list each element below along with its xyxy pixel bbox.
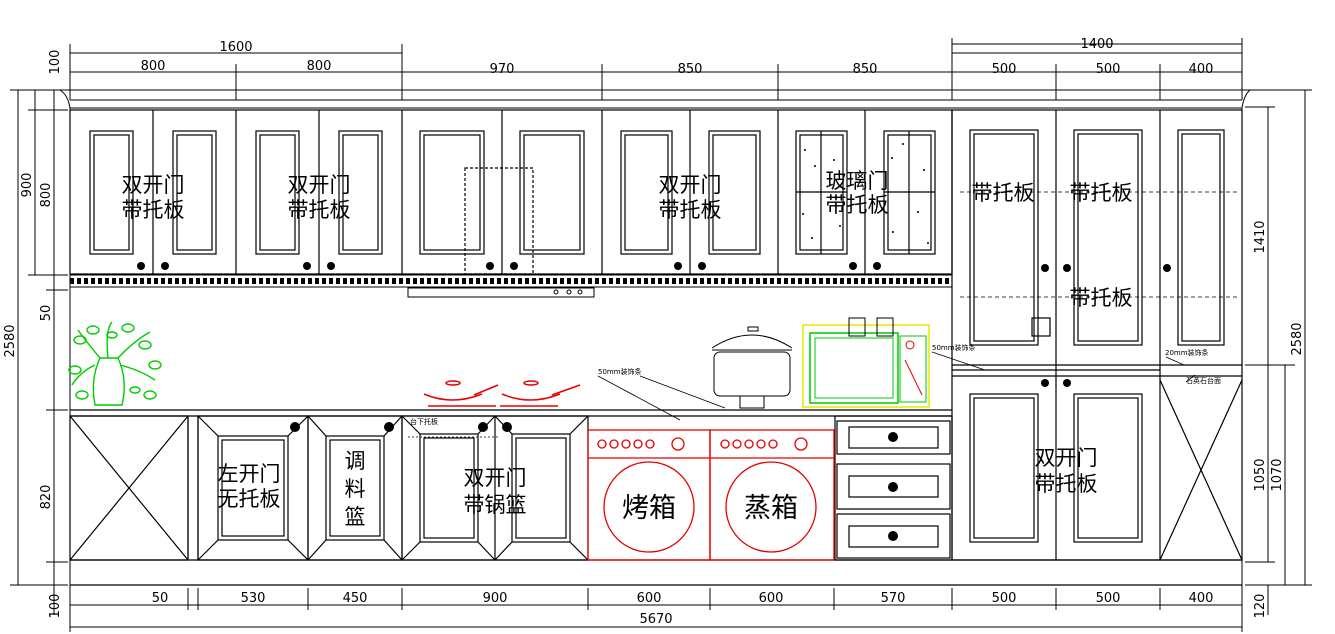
glass-speckles [802,143,929,244]
label-lower-left-a: 左开门 [218,462,281,486]
label-upper2-a: 双开门 [288,173,351,197]
dim-top-850a: 850 [678,62,703,77]
dim-left-820: 820 [39,485,54,510]
dim-right-1410: 1410 [1253,220,1268,253]
dim-bottom-400: 400 [1189,591,1214,606]
dim-bottom-570: 570 [881,591,906,606]
rice-cooker [711,326,793,409]
stove-pans [423,380,581,407]
top-dimensions [69,38,1243,100]
dim-bottom-450: 450 [343,591,368,606]
dim-top-1600: 1600 [219,40,252,55]
dim-left-50: 50 [39,305,54,322]
note-trim-50-b: 50mm装饰条 [932,343,976,352]
dim-right-2580: 2580 [1290,322,1305,355]
label-sink-b: 带锅篮 [464,493,527,517]
note-leaders [597,351,1196,421]
label-upper1-a: 双开门 [122,173,185,197]
microwave [802,317,930,408]
dim-right-120: 120 [1253,594,1268,619]
lower-cabinets [69,415,953,561]
dim-top-500a: 500 [992,62,1017,77]
dim-bottom-500a: 500 [992,591,1017,606]
label-upper4-a: 双开门 [659,173,722,197]
label-steamer: 蒸箱 [744,493,798,524]
dim-bottom-900: 900 [483,591,508,606]
dim-top-400: 400 [1189,62,1214,77]
label-lower-left-b: 无托板 [218,487,281,511]
dim-bottom-500b: 500 [1096,591,1121,606]
dim-bottom-total: 5670 [639,612,672,627]
dim-bottom-50: 50 [152,591,169,606]
tall-knobs [1041,264,1171,387]
dim-left-800: 800 [39,183,54,208]
label-oven: 烤箱 [622,493,676,524]
dim-left-100-bottom: 100 [48,594,63,619]
label-spice-1: 调 [345,449,366,473]
dim-top-850b: 850 [853,62,878,77]
dim-left-900: 900 [20,173,35,198]
dim-top-800a: 800 [141,59,166,74]
label-upper2-b: 带托板 [288,198,351,222]
dim-bottom-600a: 600 [637,591,662,606]
dim-top-500b: 500 [1096,62,1121,77]
label-upper1-b: 带托板 [122,198,185,222]
label-glass-a: 玻璃门 [826,169,889,193]
note-trim-20: 20mm装饰条 [1165,348,1209,357]
oven-steamer [587,429,835,561]
range-hood [407,287,595,298]
dim-top-800b: 800 [307,59,332,74]
label-sink-a: 双开门 [464,466,527,490]
dim-bottom-600b: 600 [759,591,784,606]
note-under-sink: 台下托板 [410,417,438,426]
note-trim-50-a: 50mm装饰条 [598,367,642,376]
upper-cabinets [69,109,953,275]
label-spice-3: 篮 [345,505,366,529]
label-upper4-b: 带托板 [659,198,722,222]
left-dimensions [10,89,68,615]
dim-top-1400: 1400 [1080,37,1113,52]
note-countertop-edge: 石英石台面 [1186,376,1221,385]
label-tall-lower-a: 双开门 [1035,446,1098,470]
dim-right-1070: 1070 [1270,458,1285,491]
dim-bottom-530: 530 [241,591,266,606]
label-spice-2: 料 [345,477,366,501]
lower-knobs [290,422,898,541]
dim-left-100-top: 100 [48,50,63,75]
dim-right-1050: 1050 [1253,458,1268,491]
dim-left-2580: 2580 [3,324,18,357]
bottom-dimensions [69,585,1243,632]
dim-top-970: 970 [490,62,515,77]
label-tall-shelf-1: 带托板 [972,181,1035,205]
plant [68,321,162,406]
label-tall-shelf-3: 带托板 [1070,286,1133,310]
upper-knobs [137,262,881,270]
right-dimensions [1245,89,1312,615]
label-tall-lower-b: 带托板 [1035,472,1098,496]
label-tall-shelf-2: 带托板 [1070,181,1133,205]
label-glass-b: 带托板 [826,193,889,217]
